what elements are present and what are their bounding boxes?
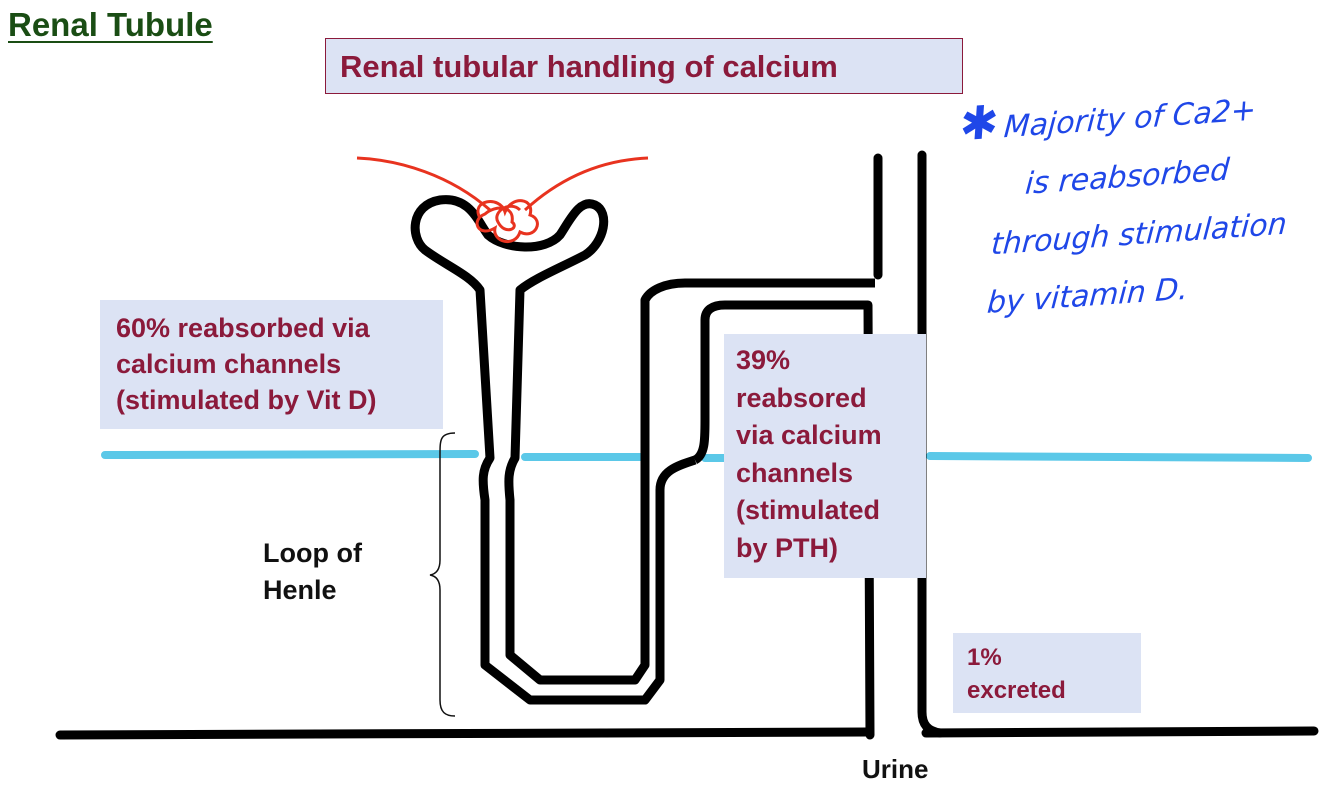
box-line: calcium channels [116, 349, 342, 379]
box-line: (stimulated by Vit D) [116, 385, 377, 415]
label-line: Henle [263, 575, 337, 605]
descending-limb [478, 455, 697, 705]
box-line: by PTH) [736, 532, 839, 563]
box-line: reabsored [736, 382, 867, 413]
base-line-right [921, 726, 1319, 738]
diagram-header: Renal tubular handling of calcium [325, 38, 963, 94]
bowmans-capsule [410, 195, 609, 463]
box-line: excreted [967, 677, 1066, 704]
afferent-arteriole [356, 156, 491, 212]
note-text: Majority of Ca2+ [1002, 92, 1258, 146]
box-line: (stimulated [736, 495, 881, 525]
box-line: via calcium [736, 420, 882, 450]
proximal-reabsorption-box: 60% reabsorbed via calcium channels (sti… [100, 300, 443, 429]
corticomedullary-boundary-line [101, 450, 1312, 462]
efferent-arteriole [523, 156, 649, 212]
glomerulus [475, 199, 539, 243]
distal-reabsorption-box: 39% reabsored via calcium channels (stim… [724, 334, 926, 578]
distal-tubule [692, 300, 868, 465]
collecting-duct-right-wall [917, 150, 945, 738]
box-line: channels [736, 457, 854, 488]
urine-label: Urine [862, 754, 929, 784]
loop-of-henle-label: Loop of Henle [263, 535, 362, 609]
page-title: Renal Tubule [8, 6, 213, 43]
loop-of-henle-brace [429, 432, 456, 717]
box-line: 1% [967, 644, 1002, 671]
box-line: 60% reabsorbed via [116, 313, 370, 343]
handwritten-note: ✱Majority of Ca2+ is reabsorbed through … [945, 72, 1297, 336]
asterisk-icon: ✱ [958, 94, 1001, 152]
label-line: Loop of [263, 538, 362, 568]
excreted-box: 1% excreted [953, 633, 1141, 713]
box-line: 39% [736, 345, 791, 375]
base-line-left [55, 727, 873, 740]
ascending-limb [504, 278, 875, 685]
